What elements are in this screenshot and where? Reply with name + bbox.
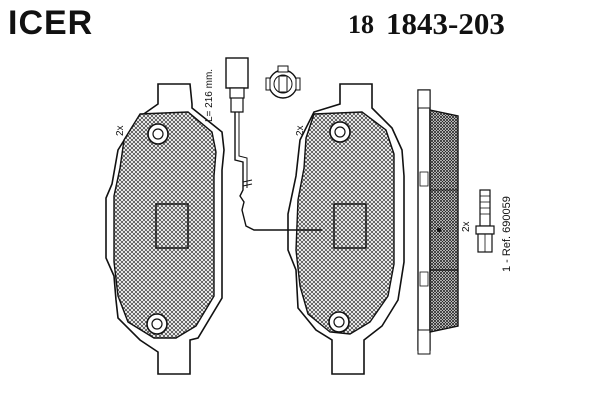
right-bottom-hole	[328, 311, 350, 333]
side-backing-plate	[417, 89, 431, 351]
right-pad-quantity: 2x	[295, 125, 306, 136]
guide-bolt	[475, 189, 495, 253]
part-prefix: 18	[348, 10, 374, 39]
side-friction-material	[429, 109, 459, 333]
sensor-connector	[225, 57, 249, 89]
sensor-wire	[234, 112, 322, 231]
left-friction-material	[113, 111, 217, 339]
right-center-notch	[333, 203, 367, 249]
connector-end-view	[265, 65, 301, 99]
part-number: 1843-203	[386, 6, 505, 41]
left-center-notch	[155, 203, 189, 249]
brand-logo: ICER	[8, 4, 94, 42]
right-top-hole	[329, 121, 351, 143]
pad-side-view	[417, 89, 459, 355]
right-friction-material	[295, 111, 395, 335]
wire-length-label: L= 216 mm.	[204, 68, 215, 122]
left-brake-pad	[105, 83, 225, 375]
left-pad-quantity: 2x	[115, 125, 126, 136]
right-brake-pad	[287, 83, 405, 375]
wear-sensor	[225, 57, 322, 231]
reference-label: 1 - Ref. 690059	[501, 196, 513, 272]
left-top-hole	[147, 123, 169, 145]
bolt-quantity: 2x	[461, 221, 472, 232]
left-bottom-hole	[146, 313, 168, 335]
